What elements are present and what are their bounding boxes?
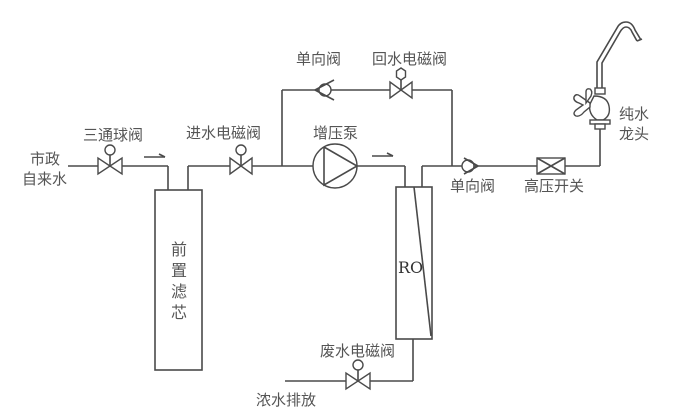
prefilter-char-4: 芯	[171, 303, 187, 322]
three-way-ball-valve[interactable]	[97, 144, 123, 176]
label-ro: RO	[398, 258, 423, 277]
label-high-pressure-switch: 高压开关	[524, 177, 584, 195]
arrow-right-icon	[144, 153, 166, 158]
waste-solenoid-valve[interactable]	[345, 359, 371, 391]
label-booster-pump: 增压泵	[313, 124, 358, 142]
label-source-line1: 市政	[30, 150, 60, 168]
faucet-icon[interactable]	[573, 21, 643, 130]
high-pressure-switch[interactable]	[536, 157, 566, 175]
check-valve-outlet[interactable]	[461, 157, 479, 175]
label-faucet-line1: 纯水	[619, 105, 649, 123]
check-valve-top[interactable]	[314, 79, 335, 101]
label-concentrate-discharge: 浓水排放	[256, 391, 316, 409]
label-source-line2: 自来水	[22, 170, 67, 188]
label-inlet-solenoid-valve: 进水电磁阀	[186, 124, 261, 142]
solenoid-coil-icon	[395, 67, 407, 81]
pump-triangle-icon	[323, 146, 359, 187]
valve-right-triangle	[108, 156, 123, 176]
label-three-way-ball-valve: 三通球阀	[83, 126, 143, 144]
label-check-valve-outlet: 单向阀	[450, 177, 495, 195]
booster-pump[interactable]	[312, 143, 359, 189]
valve-left-triangle	[97, 156, 112, 176]
valve-actuator-icon	[104, 144, 116, 156]
ro-membrane-diagonal	[413, 186, 432, 337]
return-solenoid-valve[interactable]	[389, 67, 413, 100]
label-waste-solenoid-valve: 废水电磁阀	[320, 342, 395, 360]
arrow-right-icon	[372, 152, 394, 157]
faucet-handle-icon	[573, 94, 591, 117]
label-check-valve-top: 单向阀	[296, 50, 341, 68]
solenoid-coil-icon	[235, 144, 247, 156]
solenoid-coil-icon	[352, 359, 364, 371]
label-return-solenoid-valve: 回水电磁阀	[372, 50, 447, 68]
inlet-solenoid-valve[interactable]	[229, 144, 253, 176]
prefilter-char-3: 滤	[171, 282, 187, 301]
prefilter-char-2: 置	[171, 261, 187, 280]
label-faucet-line2: 龙头	[619, 125, 649, 143]
prefilter-cartridge[interactable]	[154, 189, 203, 371]
prefilter-char-1: 前	[171, 240, 187, 259]
